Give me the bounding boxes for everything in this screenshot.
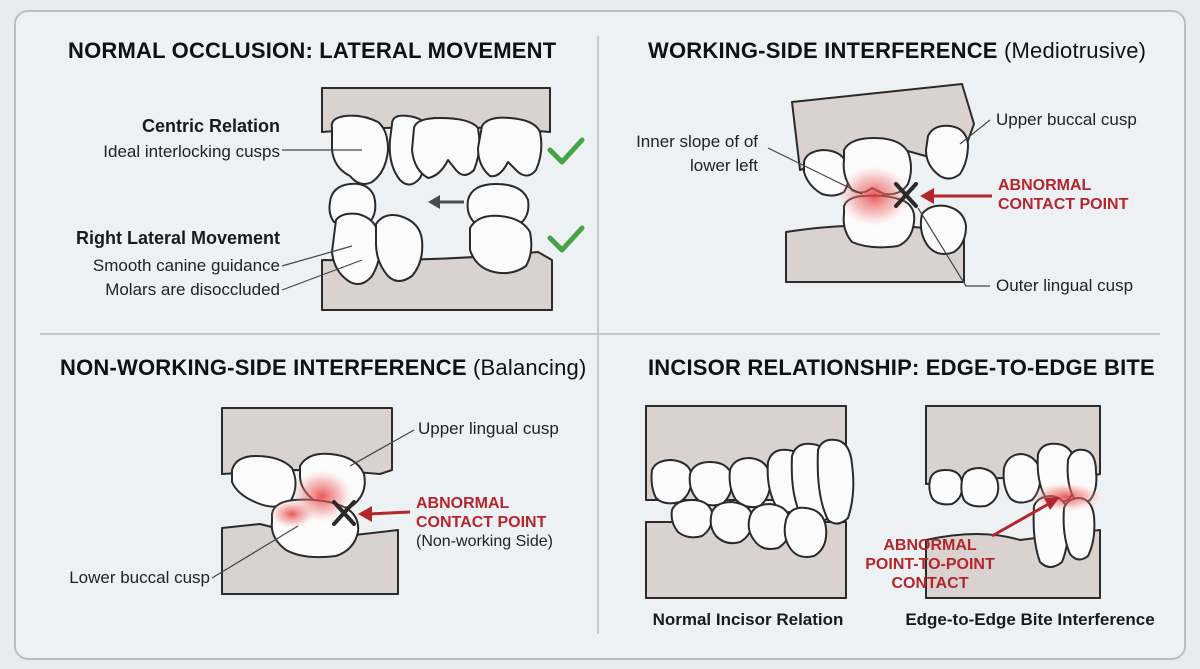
working-side-illustration [767, 83, 991, 287]
upper-tooth [925, 124, 969, 180]
label-lower-buccal-cusp: Lower buccal cusp [69, 568, 210, 587]
warning-line: (Non-working Side) [416, 533, 553, 551]
x-mark-icon [332, 500, 356, 526]
right-lateral-title: Right Lateral Movement [75, 228, 280, 248]
upper-tooth [928, 469, 964, 506]
lower-tooth [709, 501, 754, 545]
lower-tooth [466, 183, 530, 223]
lower-tooth [469, 214, 533, 275]
upper-tooth [650, 459, 693, 505]
centric-relation-illustration [282, 87, 551, 223]
red-arrow-icon [358, 506, 411, 522]
upper-tooth [231, 455, 297, 508]
normal-incisor-illustration [645, 405, 855, 599]
warning-abnormal-contact-working: ABNORMAL CONTACT POINT [998, 176, 1128, 214]
contact-glow [270, 500, 314, 528]
panel-title-nonworking: NON-WORKING-SIDE INTERFERENCE (Balancing… [60, 355, 587, 380]
upper-tooth [960, 467, 1000, 508]
centric-relation-title: Centric Relation [141, 116, 280, 136]
panel-title-working-paren: (Mediotrusive) [1004, 38, 1147, 63]
warning-line: ABNORMAL [416, 495, 510, 512]
lower-tooth [331, 212, 381, 285]
upper-tooth [816, 438, 855, 525]
right-lateral-desc-2: Molars are disoccluded [105, 280, 280, 299]
label-upper-lingual-cusp: Upper lingual cusp [418, 419, 559, 438]
warning-line: ABNORMAL [998, 177, 1092, 194]
warning-line: ABNORMAL [883, 537, 977, 554]
caption-edge-to-edge: Edge-to-Edge Bite Interference [905, 610, 1155, 629]
right-lateral-desc-1: Smooth canine guidance [92, 256, 280, 275]
red-arrow-icon [920, 188, 992, 204]
arrow-left-icon [428, 195, 464, 209]
check-icon [547, 225, 585, 253]
upper-tooth [477, 116, 543, 178]
upper-tooth [728, 457, 772, 509]
lower-tooth [375, 214, 424, 282]
panel-title-working: WORKING-SIDE INTERFERENCE (Mediotrusive) [648, 38, 1146, 63]
warning-line: CONTACT POINT [416, 514, 547, 532]
right-lateral-illustration [281, 212, 553, 311]
upper-tooth [1002, 453, 1042, 504]
contact-glow [838, 166, 910, 226]
warning-line: CONTACT [891, 575, 969, 593]
panel-title-nonworking-paren: (Balancing) [473, 355, 587, 380]
panel-title-normal: NORMAL OCCLUSION: LATERAL MOVEMENT [68, 38, 557, 63]
label-outer-lingual-cusp: Outer lingual cusp [996, 276, 1134, 295]
x-mark-icon [894, 182, 918, 208]
label-inner-slope-2: lower left [689, 156, 758, 175]
red-arrow-icon [991, 497, 1060, 538]
warning-abnormal-contact-nonworking: ABNORMAL CONTACT POINT(Non-working Side) [416, 494, 553, 552]
caption-normal-incisor: Normal Incisor Relation [652, 610, 844, 629]
warning-line: CONTACT POINT [998, 196, 1129, 214]
label-upper-buccal-cusp: Upper buccal cusp [996, 110, 1137, 129]
panel-title-working-main: WORKING-SIDE INTERFERENCE [648, 38, 998, 63]
lower-tooth [919, 204, 967, 255]
nonworking-side-illustration [211, 407, 415, 595]
lower-tooth [328, 182, 377, 223]
lower-tooth [670, 499, 714, 539]
warning-line: POINT-TO-POINT [865, 556, 995, 574]
upper-tooth [688, 461, 734, 507]
check-icon [547, 137, 585, 165]
upper-tooth [411, 117, 481, 179]
label-inner-slope-1: Inner slope of of [636, 132, 758, 151]
lower-tooth [783, 506, 828, 558]
panel-title-incisor: INCISOR RELATIONSHIP: EDGE-TO-EDGE BITE [648, 355, 1155, 380]
centric-relation-desc: Ideal interlocking cusps [103, 142, 280, 161]
panel-title-nonworking-main: NON-WORKING-SIDE INTERFERENCE [60, 355, 467, 380]
